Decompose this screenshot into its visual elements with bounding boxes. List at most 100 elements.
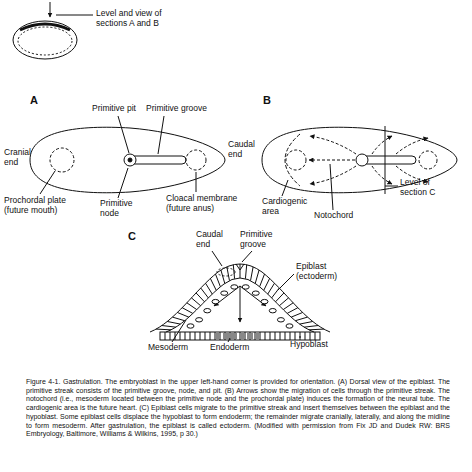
panel-letter: B [263, 94, 277, 106]
cardiogenic-area [285, 134, 300, 186]
mesoderm-cell [187, 324, 194, 328]
cell-wall [275, 332, 276, 340]
migration-arrow [372, 136, 392, 154]
part-label: Endoderm [210, 343, 260, 353]
leader-line [40, 171, 55, 194]
view-arrow [50, 2, 51, 17]
cell-wall [255, 270, 259, 283]
mesoderm-cell [261, 299, 268, 303]
part-label: Prochordal plate (future mouth) [4, 196, 84, 215]
endoderm-cell [223, 333, 229, 339]
mesoderm-cell [196, 318, 203, 322]
cell-wall [175, 332, 176, 340]
cell-wall [215, 274, 220, 287]
section-level-line [385, 126, 386, 194]
cloacal-membrane [186, 150, 206, 170]
endoderm-cell [231, 333, 237, 339]
cell-wall [304, 326, 318, 328]
epiblast-outline [30, 127, 225, 193]
part-label: Level and view of sections A and B [96, 9, 176, 28]
cell-wall [180, 332, 181, 340]
cell-wall [265, 332, 266, 340]
cell-wall [276, 293, 284, 302]
panel-letter: C [128, 230, 142, 242]
mesoderm-cell [204, 308, 211, 312]
cell-wall [230, 332, 231, 340]
cell-wall [251, 267, 254, 281]
cell-wall [310, 332, 311, 340]
cell-wall [295, 317, 307, 321]
cell-wall [268, 283, 275, 294]
embryo-outline [13, 21, 77, 59]
embryonic-disc [20, 24, 70, 30]
cell-wall [309, 329, 324, 331]
epiblast-inner [166, 278, 314, 332]
cell-wall [210, 279, 216, 291]
cell-wall [272, 288, 280, 298]
figure-caption: Figure 4-1. Gastrulation. The embryoblas… [26, 378, 450, 439]
cell-wall [315, 332, 316, 340]
cell-wall [264, 279, 270, 291]
cell-wall [187, 303, 197, 310]
leader-line [282, 180, 288, 196]
leader-line [118, 116, 129, 153]
hypoblast-layer [160, 332, 320, 340]
orientation-embryo [13, 2, 93, 59]
cell-wall [170, 332, 171, 340]
part-label: Notochord [314, 211, 364, 221]
cell-wall [162, 326, 176, 328]
endoderm-cell [255, 333, 261, 339]
panel-a [30, 116, 225, 198]
part-label: Cranial end [4, 148, 38, 167]
part-label: Primitive node [100, 199, 146, 218]
prochordal-plate [50, 148, 74, 172]
cell-wall [300, 332, 301, 340]
primitive-pit [128, 158, 132, 162]
migration-arrow [372, 166, 392, 184]
cell-wall [279, 298, 288, 306]
cell-wall [260, 274, 265, 287]
cell-wall [227, 267, 230, 281]
cell-wall [185, 332, 186, 340]
endoderm-cell [239, 333, 245, 339]
cell-wall [245, 265, 246, 279]
leader-line [330, 164, 333, 210]
endoderm-cell [215, 333, 221, 339]
leader-line [118, 168, 128, 198]
primitive-groove [128, 156, 186, 164]
part-label: Primitive groove [240, 230, 290, 249]
cell-wall [196, 293, 204, 302]
cell-wall [165, 332, 166, 340]
part-label: Hypoblast [290, 340, 340, 350]
embryo-cavity [18, 27, 72, 55]
mesoderm-cell [221, 291, 228, 295]
part-label: Cardiogenic area [262, 197, 318, 216]
leader-line [385, 186, 398, 187]
migration-arrow [310, 136, 356, 154]
cell-wall [182, 308, 193, 314]
cloacal-membrane [419, 151, 437, 169]
mesoderm-cell [286, 324, 293, 328]
primitive-node [356, 154, 368, 166]
cell-wall [221, 270, 225, 283]
caudal-end-marker [217, 268, 235, 276]
cell-wall [195, 332, 196, 340]
leader-line [212, 251, 222, 266]
cell-wall [291, 312, 302, 317]
part-label: Level of section C [400, 178, 452, 197]
cell-wall [233, 265, 234, 279]
endoderm-cell [247, 333, 253, 339]
cell-wall [270, 332, 271, 340]
leader-line [56, 15, 93, 16]
cell-wall [156, 329, 171, 331]
notochord-arrow [309, 160, 355, 161]
mesoderm-cell [242, 285, 249, 289]
part-label: Cloacal membrane (future anus) [166, 194, 246, 213]
migration-arrow [240, 286, 241, 322]
leader-line [158, 116, 164, 154]
cell-wall [167, 321, 180, 324]
cell-wall [287, 308, 298, 314]
part-label: Caudal end [196, 230, 230, 249]
cell-wall [300, 321, 313, 324]
